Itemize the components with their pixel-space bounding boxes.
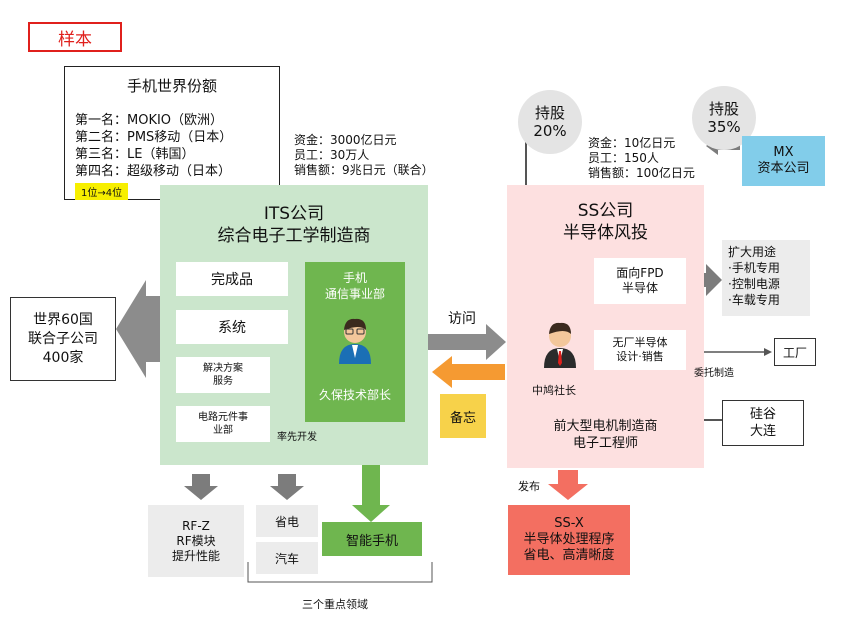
kubo-person-icon [339,318,371,364]
down-arrow-fields [270,474,304,500]
memo-label: 备忘 [449,410,476,426]
focus-bracket [247,562,433,583]
mobile-dept-title: 手机 通信事业部 [324,271,385,301]
cities-box: 硅谷 大连 [722,400,804,446]
power-saving-box: 省电 [256,505,318,537]
subsidiary-arrow [116,280,160,378]
market-share-box: 手机世界份额 第一名：MOKIO（欧洲） 第二名：PMS移动（日本） 第三名：L… [64,66,280,200]
dev-label: 率先开发 [277,432,317,443]
its-item-finished: 完成品 [176,262,288,296]
its-stats: 资金：3000亿日元 员工：30万人 销售额：9兆日元（联合） [294,133,434,178]
its-description: 综合电子工学制造商 [217,226,371,246]
holding-20-circle: 持股 20% [518,90,582,154]
automotive-box: 汽车 [256,542,318,574]
rank-item: 第三名：LE（韩国） [75,147,195,162]
ss-title: SS公司 半导体风投 [507,200,704,244]
focus-label: 三个重点领域 [302,598,368,611]
its-title: ITS公司 综合电子工学制造商 [160,203,428,247]
release-arrow [548,470,588,500]
ss-stat: 资金：10亿日元 [588,136,676,150]
outsource-label: 委托制造 [694,368,734,379]
rank-change-highlight: 1位→4位 [75,183,129,200]
release-label: 发布 [518,480,540,493]
smartphone-arrow [352,422,390,522]
ss-stat: 员工：150人 [588,151,659,165]
fabless-box: 无厂半导体 设计·销售 [594,330,686,370]
its-item-system: 系统 [176,310,288,344]
rfz-box: RF-Z RF模块 提升性能 [148,505,244,577]
return-arrow [432,356,505,388]
ss-stat: 销售额：100亿日元 [588,166,695,180]
market-share-title: 手机世界份额 [126,77,217,95]
rank-item: 第一名：MOKIO（欧洲） [75,113,224,128]
its-item-solutions: 解决方案 服务 [176,357,270,393]
sample-stamp: 样本 [28,22,122,52]
smartphone-box: 智能手机 [322,522,422,556]
president-person-icon [544,322,576,368]
ss-name: SS公司 [577,201,634,221]
president-background: 前大型电机制造商 电子工程师 [553,419,658,451]
ss-stats: 资金：10亿日元 员工：150人 销售额：100亿日元 [588,136,695,181]
its-stat: 销售额：9兆日元（联合） [294,163,434,177]
mx-capital-box: MX 资本公司 [742,136,825,186]
president-label: 中鸠社长 [532,384,576,397]
fpd-box: 面向FPD 半导体 [594,258,686,304]
expansion-box: 扩大用途 ·手机专用 ·控制电源 ·车载专用 [722,240,810,316]
visit-arrow [428,324,506,360]
down-arrow-rfz [184,474,218,500]
visit-label: 访问 [448,311,476,327]
ss-description: 半导体风投 [563,223,648,243]
its-stat: 员工：30万人 [294,148,370,162]
mobile-dept-box: 手机 通信事业部 久保技术部长 [305,262,405,422]
factory-box: 工厂 [774,338,816,366]
expansion-arrow [690,264,722,296]
memo-note: 备忘 [440,394,486,438]
its-stat: 资金：3000亿日元 [294,133,397,147]
its-item-components: 电路元件事 业部 [176,406,270,442]
kubo-title: 久保技术部长 [318,388,391,402]
ssx-product-box: SS-X 半导体处理程序 省电、高清晰度 [508,505,630,575]
rank-item: 第四名：超级移动（日本） [75,164,232,179]
subsidiaries-box: 世界60国 联合子公司 400家 [10,297,116,381]
ss-company-panel [507,185,704,468]
rank-item: 第二名：PMS移动（日本） [75,130,233,145]
its-name: ITS公司 [263,204,325,224]
